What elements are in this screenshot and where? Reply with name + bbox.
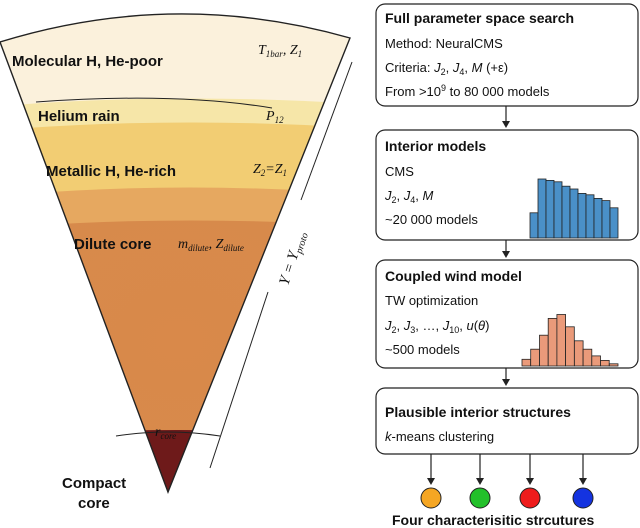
- histogram-wind: [521, 314, 619, 367]
- histogram-wind-bar: [591, 355, 601, 367]
- box-plausible-structures-line-1: k-means clustering: [385, 429, 494, 444]
- histogram-wind-bar: [565, 326, 575, 367]
- histogram-wind-bar: [600, 359, 610, 367]
- box-coupled-wind-title: Coupled wind model: [385, 268, 522, 284]
- box-coupled-wind-line-2: J2, J3, …, J10, u(θ): [384, 318, 489, 335]
- layer-params-metallic: Z2=Z1: [253, 162, 287, 178]
- histogram-interior-bar: [561, 185, 571, 239]
- footer-label: Four characterisitic strcutures: [392, 512, 595, 528]
- histogram-interior-bar: [569, 188, 579, 239]
- side-line-bottom: [209, 291, 269, 469]
- histogram-interior-bar: [577, 192, 587, 239]
- cluster-dot-3: [519, 487, 541, 509]
- histogram-interior-bar: [593, 197, 603, 239]
- box-coupled-wind: Coupled wind model TW optimization J2, J…: [375, 259, 639, 369]
- planet-wedge: [0, 13, 350, 492]
- histogram-interior-bar: [545, 179, 555, 239]
- box-full-search: Full parameter space search Method: Neur…: [375, 3, 639, 107]
- cluster-arrow-head-2: [476, 478, 484, 485]
- histogram-wind-bar: [521, 358, 532, 367]
- wedge-outline: [0, 13, 351, 494]
- cluster-arrow-head-1: [427, 478, 435, 485]
- box-interior-models-line-2: J2, J4, M: [384, 188, 434, 205]
- box-plausible-structures-title: Plausible interior structures: [385, 404, 571, 420]
- compact-core-label-2: core: [78, 495, 110, 512]
- cluster-dot-4: [572, 487, 594, 509]
- arrow-1-head: [502, 121, 510, 128]
- box-interior-models: Interior models CMS J2, J4, M ~20 000 mo…: [375, 129, 639, 241]
- histogram-interior-bar: [585, 194, 595, 239]
- cluster-arrow-head-3: [526, 478, 534, 485]
- box-full-search-line-2: Criteria: J2, J4, M (+ε): [385, 60, 508, 77]
- histogram-interior-bar: [609, 207, 619, 239]
- cluster-dot-1: [420, 487, 442, 509]
- box-coupled-wind-line-1: TW optimization: [385, 293, 478, 308]
- side-line-top: [300, 61, 353, 201]
- box-full-search-title: Full parameter space search: [385, 10, 574, 26]
- box-plausible-structures: Plausible interior structures k-means cl…: [375, 387, 639, 455]
- histogram-wind-bar: [547, 317, 558, 367]
- histogram-wind-bar: [539, 334, 549, 367]
- cluster-arrow-head-4: [579, 478, 587, 485]
- histogram-wind-bar: [556, 314, 567, 367]
- layer-label-metallic: Metallic H, He-rich: [46, 163, 176, 180]
- layer-label-molecular: Molecular H, He-poor: [12, 53, 163, 70]
- side-label: Y = Yproto: [277, 229, 311, 287]
- histogram-interior: [529, 178, 619, 239]
- cluster-outputs: [420, 454, 594, 509]
- arrow-3-head: [502, 379, 510, 386]
- histogram-interior-bar: [553, 181, 563, 239]
- histogram-interior-bar: [601, 200, 611, 239]
- box-interior-models-title: Interior models: [385, 138, 486, 154]
- box-full-search-line-1: Method: NeuralCMS: [385, 36, 503, 51]
- layer-label-helium-rain: Helium rain: [38, 108, 120, 125]
- layer-molecular: [0, 13, 350, 110]
- histogram-wind-bar: [608, 363, 619, 367]
- box-interior-models-line-3: ~20 000 models: [385, 212, 478, 227]
- box-full-search-line-3: From >109 to 80 000 models: [385, 83, 550, 99]
- histogram-wind-bar: [582, 348, 593, 367]
- helium-rain-line: [35, 97, 273, 109]
- layer-compact-core: [0, 430, 350, 492]
- core-boundary-line: [115, 431, 221, 437]
- layer-label-dilute-core: Dilute core: [74, 236, 152, 253]
- box-coupled-wind-line-3: ~500 models: [385, 342, 460, 357]
- histogram-interior-bar: [529, 212, 539, 239]
- layer-dilute-core: [0, 220, 350, 492]
- compact-core-label-1: Compact: [62, 475, 126, 492]
- arrow-2-head: [502, 251, 510, 258]
- cluster-dot-2: [469, 487, 491, 509]
- histogram-wind-bar: [530, 348, 540, 367]
- histogram-wind-bar: [574, 340, 584, 367]
- box-interior-models-line-1: CMS: [385, 164, 414, 179]
- histogram-interior-bar: [537, 178, 547, 239]
